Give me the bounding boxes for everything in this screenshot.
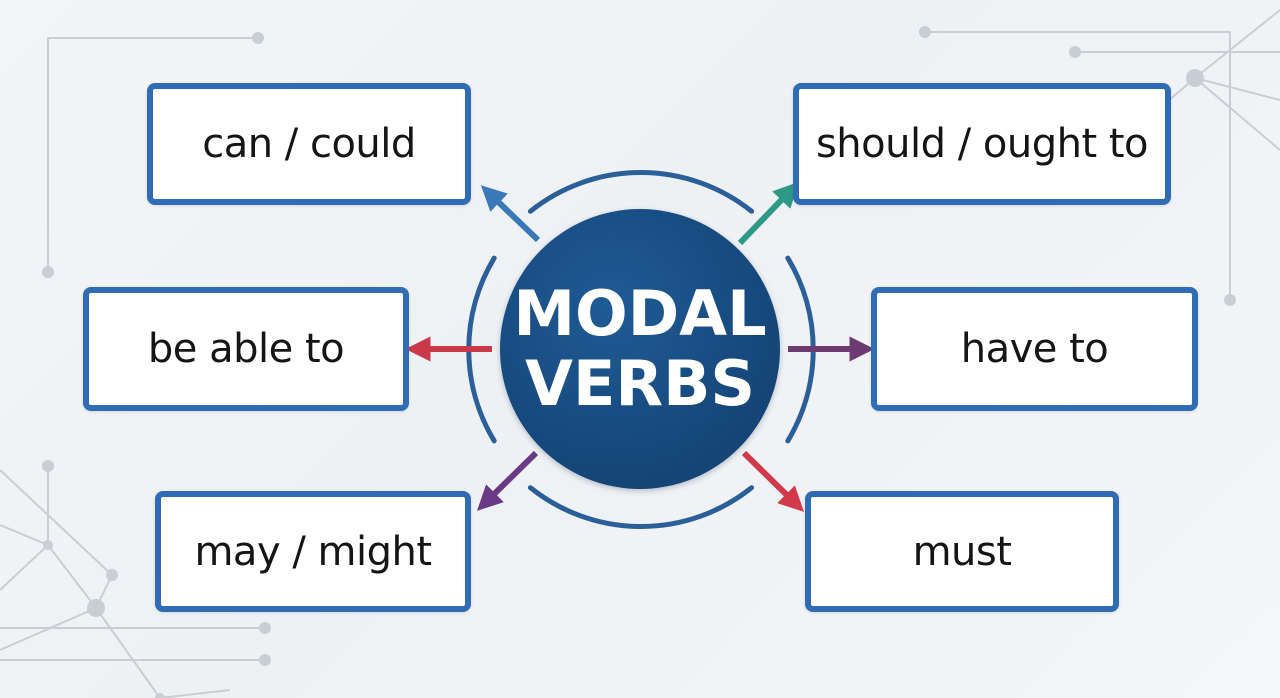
decor-node xyxy=(252,32,264,44)
decor-node xyxy=(42,460,54,472)
decor-node xyxy=(1186,69,1204,87)
arrow-to-may-might xyxy=(477,450,539,511)
decor-node xyxy=(155,693,165,698)
node-have-to: have to xyxy=(871,287,1198,411)
node-label: can / could xyxy=(202,121,416,167)
ring-arc-bottom xyxy=(527,485,755,530)
node-must: must xyxy=(805,491,1119,612)
node-label: should / ought to xyxy=(815,121,1149,167)
decor-line xyxy=(0,544,49,591)
decor-node xyxy=(259,622,271,634)
arrow-to-can-could xyxy=(480,185,541,243)
decor-node xyxy=(42,266,54,278)
center-title-line-2: VERBS xyxy=(525,347,755,420)
decor-line xyxy=(47,37,258,272)
node-label: must xyxy=(912,528,1012,575)
node-label: may / might xyxy=(194,528,432,575)
arrow-to-should-ought-to xyxy=(737,181,799,246)
ring-arc-top xyxy=(527,169,755,214)
decor-node xyxy=(1224,294,1236,306)
decor-line xyxy=(0,469,113,576)
decor-line xyxy=(1194,77,1280,151)
decor-node xyxy=(43,540,53,550)
center-node: MODAL VERBS xyxy=(500,209,780,489)
decor-line xyxy=(1194,9,1280,79)
node-label: be able to xyxy=(147,326,345,372)
arrow-to-must xyxy=(741,450,804,512)
decor-line xyxy=(1194,77,1280,101)
decor-node xyxy=(106,569,118,581)
node-may-might: may / might xyxy=(155,491,471,612)
decor-node xyxy=(87,599,105,617)
decor-line xyxy=(95,607,161,698)
node-can-could: can / could xyxy=(147,83,471,205)
decor-line xyxy=(925,31,1231,300)
decor-node xyxy=(259,654,271,666)
node-be-able-to: be able to xyxy=(83,287,409,411)
decor-line xyxy=(0,524,49,546)
node-label: have to xyxy=(960,326,1109,372)
decor-line xyxy=(47,544,97,609)
center-title-line-1: MODAL xyxy=(513,277,767,350)
decor-line xyxy=(159,689,231,698)
decor-node xyxy=(919,26,931,38)
node-should-ought-to: should / ought to xyxy=(793,83,1171,205)
decor-node xyxy=(1069,46,1081,58)
